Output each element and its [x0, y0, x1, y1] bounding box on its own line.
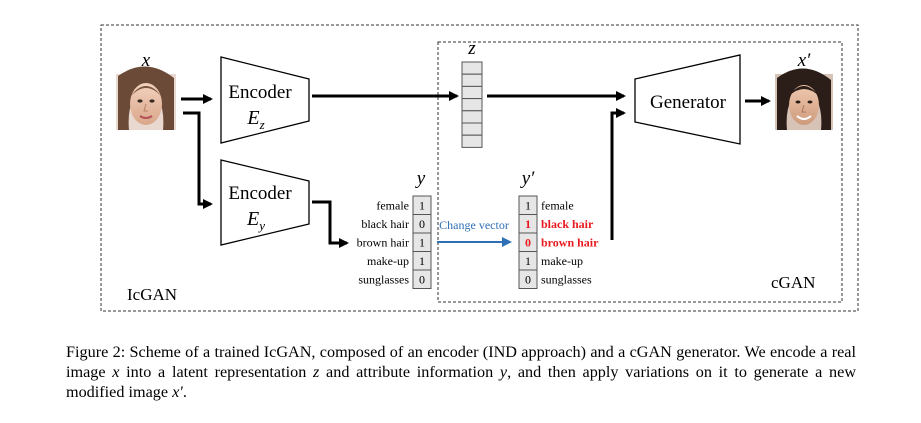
y-prime-attribute-value: 1 [525, 217, 531, 231]
caption-text-5: . [182, 383, 187, 401]
y-vector-cell [412, 269, 432, 289]
y-attribute-label: make-up [367, 254, 409, 268]
icgan-diagram: x Encoder Ez Encoder Ey z Generator [100, 24, 859, 312]
change-vector-label: Change vector [439, 218, 509, 232]
encoder-y: Encoder Ey [220, 159, 310, 246]
y-prime-attribute-value: 0 [525, 236, 531, 250]
y-attribute-value: 1 [419, 199, 425, 213]
y-prime-attribute-value: 1 [525, 254, 531, 268]
icgan-label: IcGAN [127, 285, 177, 304]
generator-label: Generator [650, 92, 727, 113]
figure-caption: Figure 2: Scheme of a trained IcGAN, com… [66, 342, 856, 402]
caption-text-3: and attribute information [319, 363, 500, 381]
y-prime-attribute-label: brown hair [541, 236, 599, 250]
encoder-z-var: E [246, 107, 259, 129]
y-attribute-label: female [376, 199, 409, 213]
y-prime-attribute-value: 0 [525, 273, 531, 287]
arrow-encoder-y-to-y [312, 200, 349, 248]
z-vector-cell [461, 110, 483, 124]
cgan-box [437, 41, 843, 303]
input-face-image [116, 66, 176, 130]
icgan-box [100, 24, 859, 312]
encoder-y-title: Encoder [228, 183, 292, 204]
y-attribute-value: 0 [419, 273, 425, 287]
caption-text-4: , and then apply variations on it to gen… [66, 363, 857, 401]
y-prime-attribute-value: 1 [525, 199, 531, 213]
cgan-label: cGAN [771, 273, 815, 292]
caption-text-1: Scheme of a trained IcGAN, composed of a… [66, 343, 856, 381]
y-vector: 1 female 0 black hair 1 brown hair 1 make-up 0 su… [357, 195, 432, 289]
y-prime-attribute-label: make-up [541, 254, 583, 268]
y-attribute-label: sunglasses [358, 273, 409, 287]
caption-var-z: z [313, 363, 320, 381]
encoder-z-sub: z [259, 117, 265, 132]
encoder-y-var: E [246, 208, 259, 230]
z-label: z [467, 38, 476, 59]
y-prime-attribute-label: sunglasses [541, 273, 592, 287]
arrow-y-prime-to-generator [610, 108, 626, 240]
caption-var-x: x [112, 363, 120, 381]
svg-text:Ez: Ez [246, 107, 264, 132]
svg-text:Ey: Ey [246, 208, 265, 233]
caption-text-2: into a latent representation [119, 363, 314, 381]
y-label: y [415, 168, 426, 189]
caption-lead: Figure 2: [66, 343, 130, 361]
caption-var-y: y [499, 363, 508, 381]
y-attribute-value: 1 [419, 236, 425, 250]
z-vector-cell [461, 73, 483, 87]
y-attribute-label: black hair [361, 217, 409, 231]
generator: Generator [634, 54, 741, 145]
y-prime-label: y′ [520, 168, 535, 189]
caption-var-x-prime: x′ [172, 383, 183, 401]
z-vector [461, 61, 483, 148]
y-attribute-value: 0 [419, 217, 425, 231]
y-attribute-label: brown hair [357, 236, 409, 250]
encoder-z: Encoder Ez [220, 56, 310, 144]
y-prime-attribute-label: female [541, 199, 574, 213]
y-prime-vector: 1 female 1 black hair 0 brown hair 1 make-up 0 su… [518, 195, 599, 289]
z-vector-cell [461, 98, 483, 112]
z-vector-cell [461, 122, 483, 136]
y-prime-attribute-label: black hair [541, 217, 594, 231]
x-prime-label: x′ [797, 50, 811, 71]
encoder-y-sub: y [257, 218, 265, 233]
y-prime-vector-cell [518, 269, 538, 289]
x-label: x [141, 50, 151, 71]
y-attribute-value: 1 [419, 254, 425, 268]
encoder-z-title: Encoder [228, 82, 292, 103]
z-vector-cell [461, 134, 483, 148]
output-face-image [775, 68, 833, 130]
arrow-x-to-encoder-y [183, 111, 213, 209]
z-vector-cell [461, 61, 483, 75]
z-vector-cell [461, 85, 483, 100]
